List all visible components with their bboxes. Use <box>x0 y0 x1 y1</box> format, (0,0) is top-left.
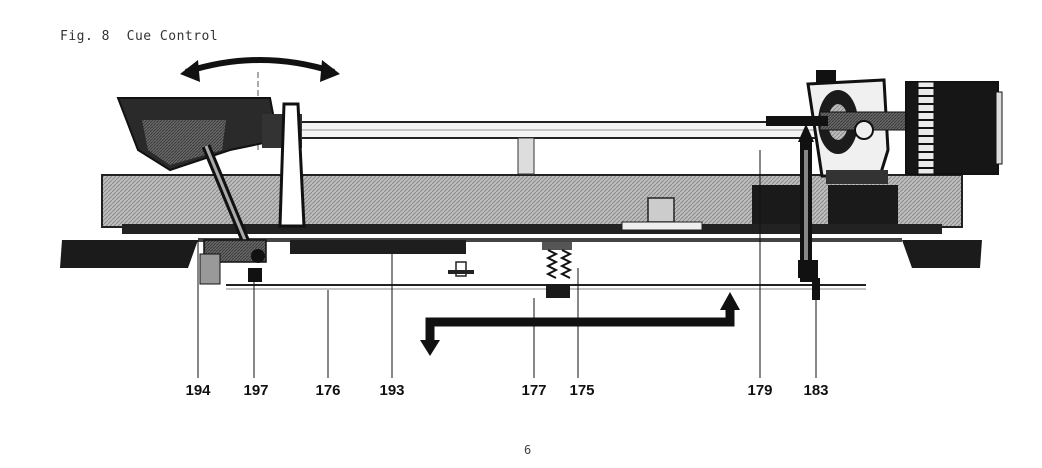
callout-197: 197 <box>243 382 269 399</box>
page-number: 6 <box>524 443 532 457</box>
base-plate <box>198 238 902 242</box>
left-foot <box>60 240 198 268</box>
callout-177: 177 <box>521 382 547 399</box>
callout-179: 179 <box>747 382 773 399</box>
tonearm <box>299 121 821 175</box>
slide-bar <box>290 240 466 254</box>
right-foot <box>902 240 982 268</box>
callout-194: 194 <box>185 382 211 399</box>
callout-193: 193 <box>379 382 405 399</box>
spring-assembly <box>542 242 573 298</box>
cue-lever <box>201 144 255 254</box>
movement-arrow <box>420 292 740 356</box>
callout-176: 176 <box>315 382 341 399</box>
counterweight <box>905 81 1003 175</box>
figure-caption: Fig. 8 Cue Control <box>60 29 219 44</box>
callout-183: 183 <box>803 382 829 399</box>
callout-leader-lines <box>197 150 817 378</box>
rotation-arrow <box>180 57 340 82</box>
lift-pin <box>798 124 820 300</box>
cue-mechanism-left <box>199 239 267 285</box>
pivot-assembly <box>766 70 911 184</box>
callout-175: 175 <box>569 382 595 399</box>
plinth <box>101 174 963 234</box>
adjustment-knob <box>621 197 703 231</box>
arm-rest-post <box>278 102 306 228</box>
